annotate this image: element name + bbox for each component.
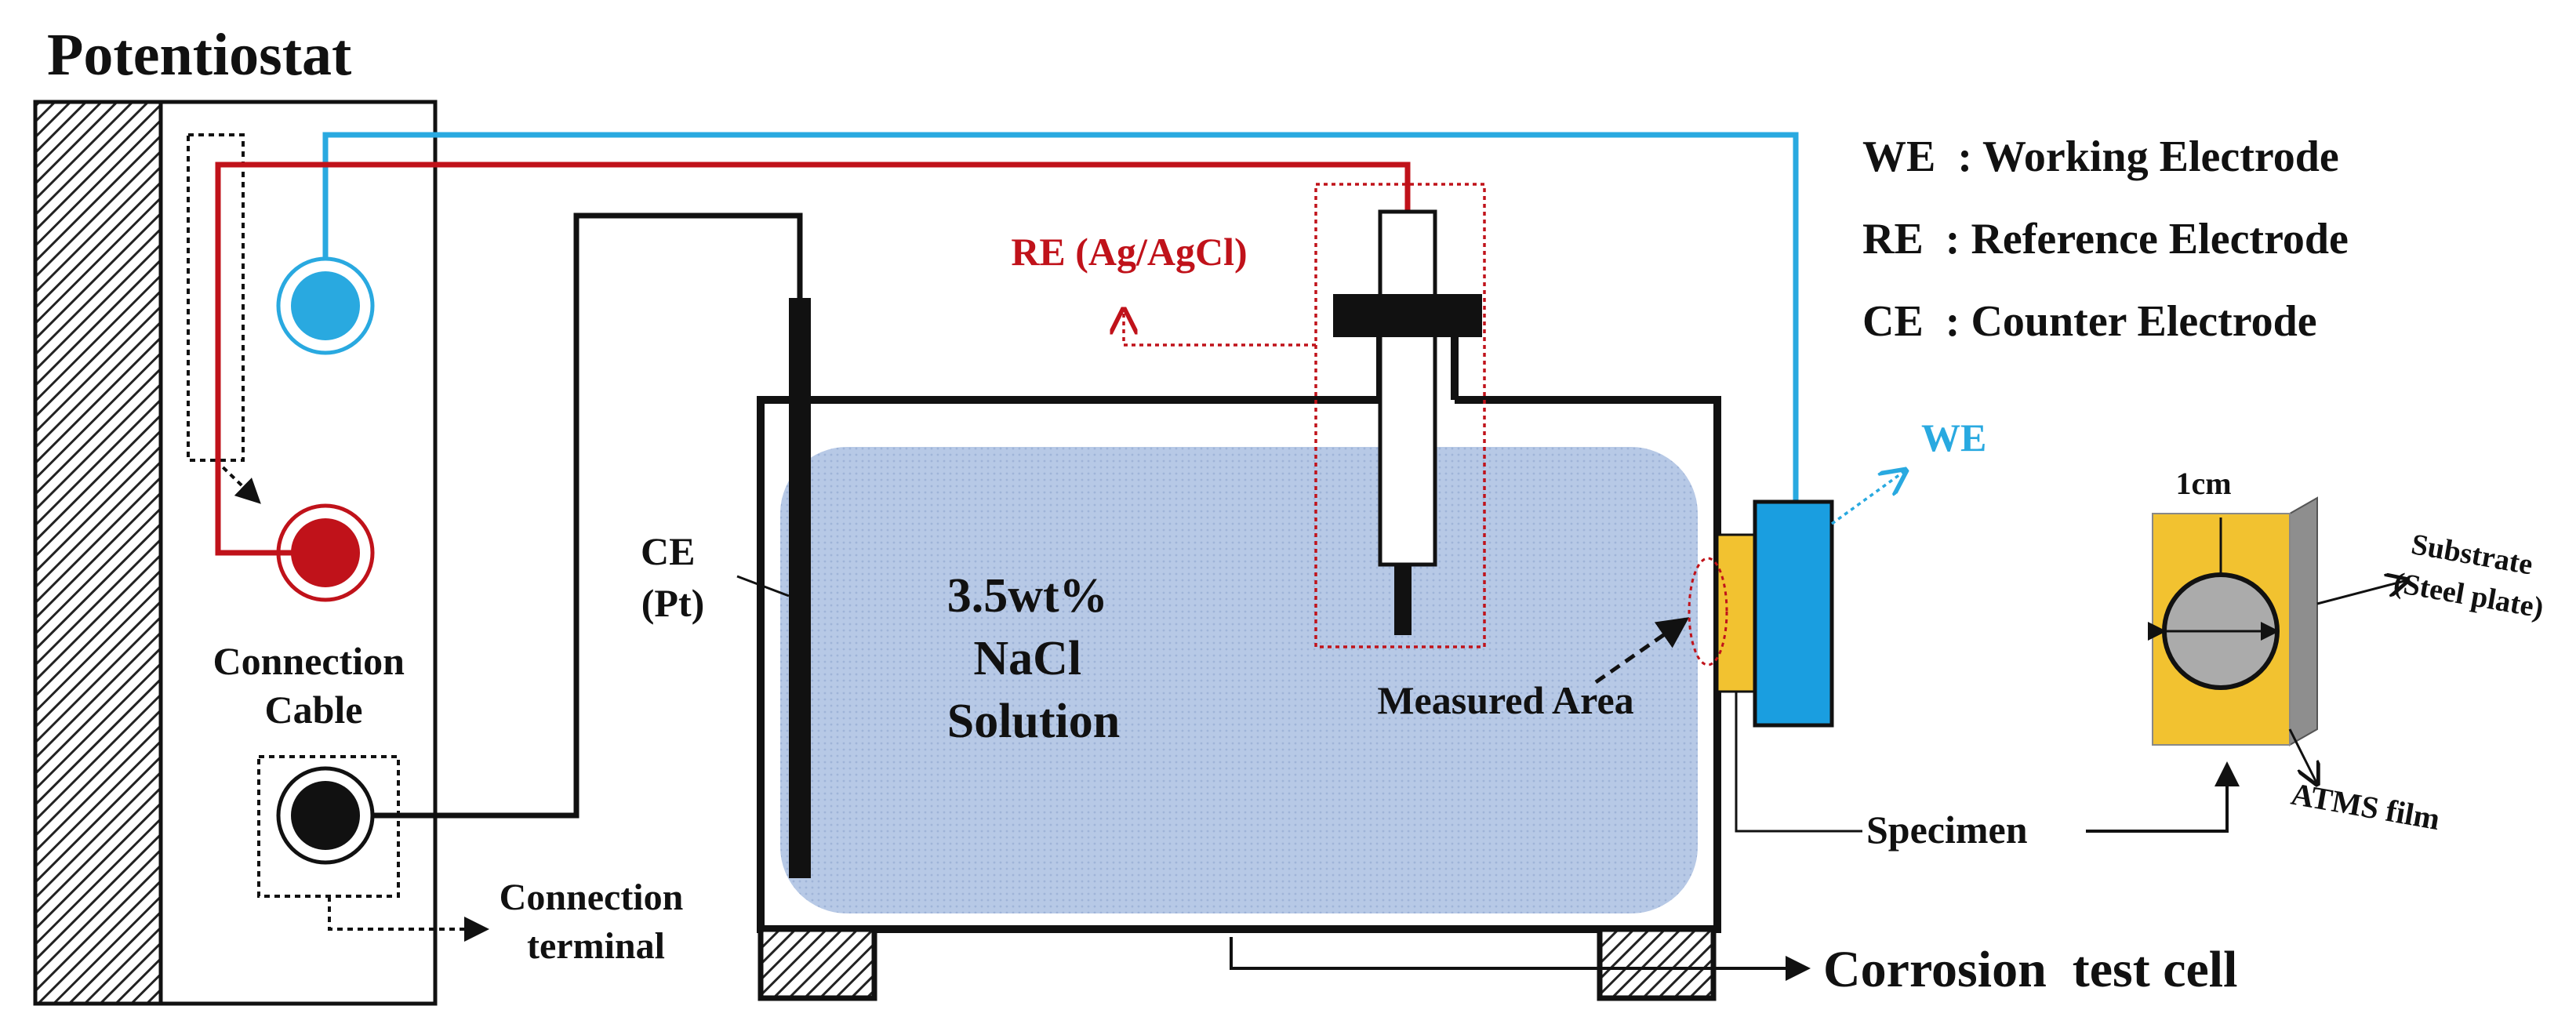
re-pointer-arrow	[1124, 310, 1316, 347]
terminal-label: Connection terminal	[500, 877, 693, 967]
ce-terminal	[257, 755, 400, 898]
hatched-wall	[33, 100, 163, 1006]
nacl-solution	[780, 447, 1698, 913]
film-label: ATMS film	[2288, 776, 2442, 837]
legend-ce: CE : Counter Electrode	[1862, 297, 2317, 346]
specimen-label: Specimen	[1866, 808, 2028, 852]
cell-label: Corrosion test cell	[1823, 941, 2237, 998]
cable-label-line2: Cable	[265, 688, 363, 732]
film-pointer-arrow	[2288, 728, 2317, 784]
legend-ce-text: : Counter Electrode	[1946, 297, 2317, 346]
legend-re: RE : Reference Electrode	[1862, 215, 2349, 263]
counter-electrode-rod	[789, 298, 811, 878]
legend-re-text: : Reference Electrode	[1946, 215, 2349, 263]
cell-pointer-arrow	[1230, 937, 1811, 981]
solution-label-line3: Solution	[947, 695, 1121, 748]
measured-area-arrow	[1594, 617, 1690, 685]
legend: WE : Working Electrode RE : Reference El…	[1862, 133, 2349, 346]
substrate-label: Substrate (Steel plate)	[2391, 526, 2552, 625]
terminal-label-line1: Connection	[500, 877, 684, 918]
dimension-label: 1cm	[2175, 466, 2231, 501]
specimen-leader	[1735, 692, 1862, 833]
we-wire	[322, 132, 1799, 502]
specimen-to-sample-arrow	[2086, 761, 2240, 833]
potentiostat-title: Potentiostat	[47, 22, 351, 88]
legend-we-abbr: WE	[1862, 133, 1935, 181]
ce-label-leader	[736, 575, 790, 597]
substrate-pointer-arrow	[2316, 580, 2407, 605]
re-label: RE (Ag/AgCl)	[1011, 230, 1247, 274]
cable-label: Connection Cable	[213, 639, 415, 732]
legend-we: WE : Working Electrode	[1862, 133, 2339, 181]
ce-label-line1: CE	[641, 529, 695, 573]
corrosion-test-cell	[757, 396, 1721, 1001]
cable-label-line1: Connection	[213, 639, 405, 683]
solution-label: 3.5wt% NaCl Solution	[947, 569, 1121, 748]
legend-we-text: : Working Electrode	[1957, 133, 2338, 181]
ce-label-line2: (Pt)	[641, 581, 705, 625]
sample-detail	[2148, 496, 2318, 746]
ce-wire	[372, 212, 803, 819]
we-terminal	[276, 256, 375, 355]
terminal-label-line2: terminal	[527, 925, 665, 967]
measured-area-label: Measured Area	[1377, 678, 1633, 722]
cell-foot-right	[1597, 926, 1717, 1001]
re-wire	[215, 162, 1411, 556]
working-electrode-block	[1753, 499, 1834, 728]
solution-label-line2: NaCl	[973, 632, 1081, 685]
reference-electrode	[1314, 183, 1486, 648]
solution-label-line1: 3.5wt%	[947, 569, 1108, 623]
steel-substrate	[2289, 496, 2318, 746]
measured-area-ellipse	[1688, 557, 1728, 666]
re-dashed-box	[1314, 183, 1486, 648]
ce-label: CE (Pt)	[641, 529, 705, 625]
we-label: WE	[1921, 416, 1986, 459]
cell-foot-left	[758, 926, 877, 1001]
specimen	[1716, 533, 1757, 693]
terminal-pointer-arrow	[328, 896, 489, 942]
legend-re-abbr: RE	[1862, 215, 1924, 263]
legend-ce-abbr: CE	[1862, 297, 1924, 346]
we-pointer-arrow	[1830, 470, 1906, 525]
